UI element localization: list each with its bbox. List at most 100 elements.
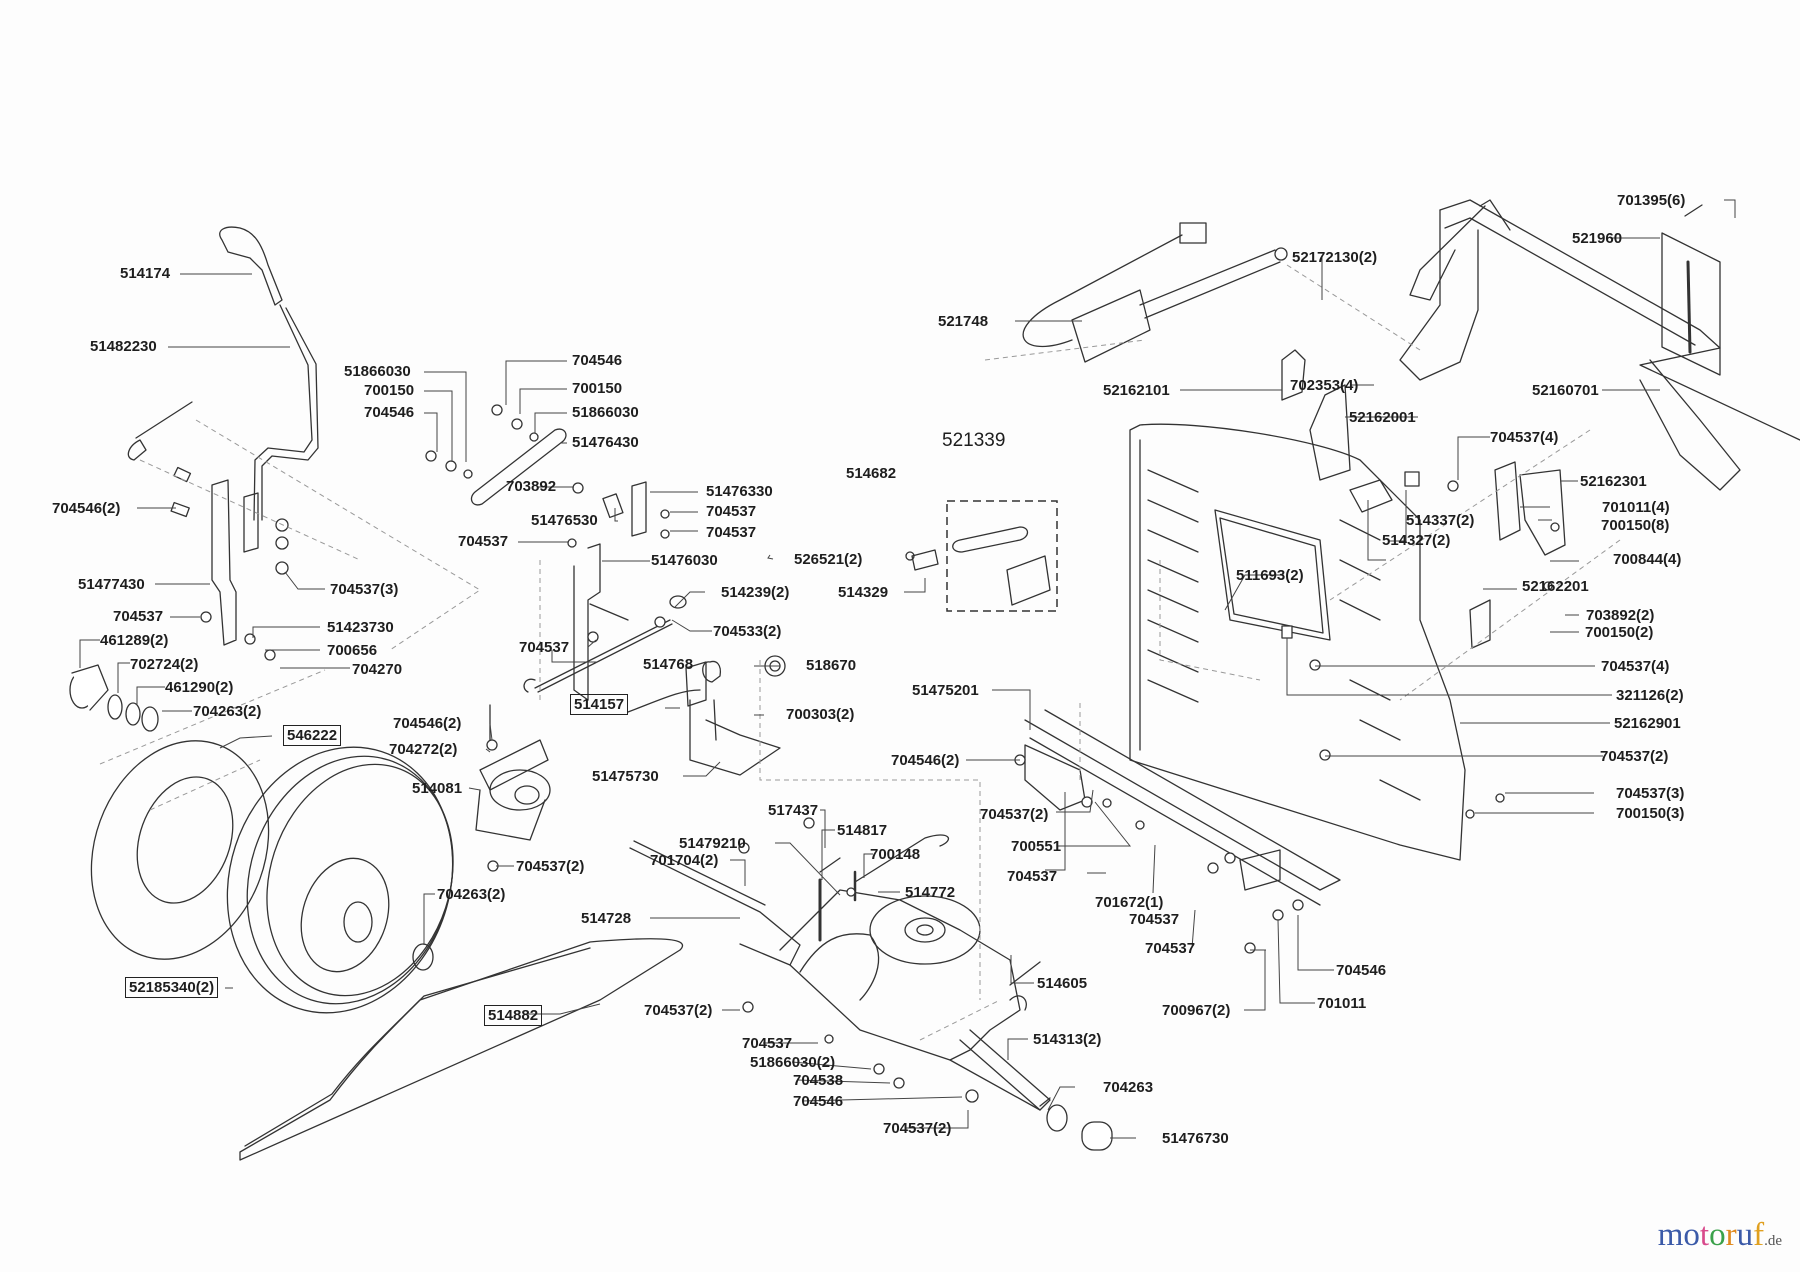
part-label[interactable]: 51866030 [344,363,411,380]
part-label[interactable]: 514768 [643,656,694,673]
part-label[interactable]: 514081 [412,780,463,797]
part-label[interactable]: 51476730 [1162,1130,1229,1147]
part-label[interactable]: 700150(2) [1585,624,1654,641]
part-label[interactable]: 701011(4) [1602,499,1670,516]
part-label[interactable]: 51476030 [651,552,718,569]
part-label[interactable]: 704537 [1129,911,1180,928]
part-label-boxed[interactable]: 546222 [283,725,342,746]
part-label[interactable]: 700303(2) [786,706,855,723]
part-label-boxed[interactable]: 52185340(2) [125,977,219,998]
part-label[interactable]: 704270 [352,661,403,678]
part-label-boxed[interactable]: 514882 [484,1005,543,1026]
part-label[interactable]: 701011 [1317,995,1367,1012]
part-label[interactable]: 514327(2) [1382,532,1451,549]
part-label[interactable]: 514239(2) [721,584,790,601]
part-label[interactable]: 704537 [519,639,570,656]
part-label[interactable]: 51479210 [679,835,746,852]
part-label[interactable]: 514817 [837,822,888,839]
part-label[interactable]: 526521(2) [794,551,863,568]
part-label[interactable]: 521960 [1572,230,1623,247]
part-label[interactable]: 514329 [838,584,889,601]
part-label[interactable]: 518670 [806,657,857,674]
part-label[interactable]: 704537(2) [516,858,585,875]
part-label[interactable]: 704546 [572,352,623,369]
part-label[interactable]: 514772 [905,884,956,901]
part-label[interactable]: 704546(2) [52,500,121,517]
part-label[interactable]: 52162101 [1103,382,1170,399]
part-label-boxed[interactable]: 514157 [570,694,629,715]
part-label[interactable]: 51866030(2) [750,1054,836,1071]
part-label[interactable]: 521748 [938,313,989,330]
part-label[interactable]: 52162301 [1580,473,1647,490]
part-label[interactable]: 51476430 [572,434,639,451]
part-label[interactable]: 52162001 [1349,409,1416,426]
part-label[interactable]: 511693(2) [1236,567,1304,584]
part-label[interactable]: 51476530 [531,512,598,529]
part-label[interactable]: 704263 [1103,1079,1154,1096]
part-label[interactable]: 704537 [113,608,164,625]
part-label[interactable]: 51475201 [912,682,979,699]
part-label[interactable]: 704537(3) [330,581,399,598]
part-label[interactable]: 704537(2) [980,806,1049,823]
part-label[interactable]: 704537(2) [644,1002,713,1019]
part-label[interactable]: 700150 [364,382,415,399]
part-label[interactable]: 703892 [506,478,557,495]
part-label[interactable]: 704537 [742,1035,793,1052]
part-label[interactable]: 702724(2) [130,656,199,673]
part-label[interactable]: 704537(2) [1600,748,1669,765]
part-label[interactable]: 704546 [364,404,415,421]
part-label[interactable]: 704537(2) [883,1120,952,1137]
part-label[interactable]: 51475730 [592,768,659,785]
part-label[interactable]: 704537 [1145,940,1196,957]
part-label[interactable]: 514174 [120,265,171,282]
part-label[interactable]: 700656 [327,642,378,659]
part-label[interactable]: 704537 [706,503,757,520]
part-label[interactable]: 700967(2) [1162,1002,1231,1019]
part-label[interactable]: 700551 [1011,838,1062,855]
part-label[interactable]: 51866030 [572,404,639,421]
part-label[interactable]: 704537(4) [1490,429,1559,446]
part-label[interactable]: 701704(2) [650,852,719,869]
part-label[interactable]: 51476330 [706,483,773,500]
part-label[interactable]: 321126(2) [1616,687,1684,704]
part-label[interactable]: 701672(1) [1095,894,1164,911]
part-label[interactable]: 514337(2) [1406,512,1475,529]
part-label[interactable]: 514682 [846,465,897,482]
part-label[interactable]: 51482230 [90,338,157,355]
part-label[interactable]: 704537 [1007,868,1058,885]
part-label[interactable]: 514728 [581,910,632,927]
part-label[interactable]: 704537 [458,533,509,550]
part-label[interactable]: 704263(2) [437,886,506,903]
part-label[interactable]: 461290(2) [165,679,234,696]
part-label[interactable]: 461289(2) [100,632,169,649]
part-label[interactable]: 702353(4) [1290,377,1359,394]
part-label[interactable]: 701395(6) [1617,192,1686,209]
part-label[interactable]: 704538 [793,1072,844,1089]
part-label[interactable]: 704263(2) [193,703,262,720]
part-label[interactable]: 52160701 [1532,382,1599,399]
part-label[interactable]: 51477430 [78,576,145,593]
part-label[interactable]: 704537(4) [1601,658,1670,675]
part-label[interactable]: 52162201 [1522,578,1589,595]
part-label[interactable]: 700148 [870,846,921,863]
part-label[interactable]: 700150(3) [1616,805,1685,822]
part-label[interactable]: 517437 [768,802,819,819]
part-label[interactable]: 52162901 [1614,715,1681,732]
part-label[interactable]: 704537 [706,524,757,541]
part-label[interactable]: 704546(2) [393,715,462,732]
part-label[interactable]: 704546 [793,1093,844,1110]
part-label[interactable]: 704546 [1336,962,1387,979]
part-label[interactable]: 704272(2) [389,741,458,758]
part-label[interactable]: 703892(2) [1586,607,1655,624]
part-label[interactable]: 700150(8) [1601,517,1670,534]
motoruf-logo[interactable]: motoruf.de [1658,1217,1782,1254]
part-label[interactable]: 704533(2) [713,623,782,640]
part-label[interactable]: 514313(2) [1033,1031,1102,1048]
part-label[interactable]: 700844(4) [1613,551,1682,568]
part-label[interactable]: 52172130(2) [1292,249,1378,266]
part-label[interactable]: 704537(3) [1616,785,1685,802]
part-label[interactable]: 704546(2) [891,752,960,769]
part-label[interactable]: 700150 [572,380,623,397]
part-label[interactable]: 51423730 [327,619,394,636]
part-label[interactable]: 514605 [1037,975,1088,992]
